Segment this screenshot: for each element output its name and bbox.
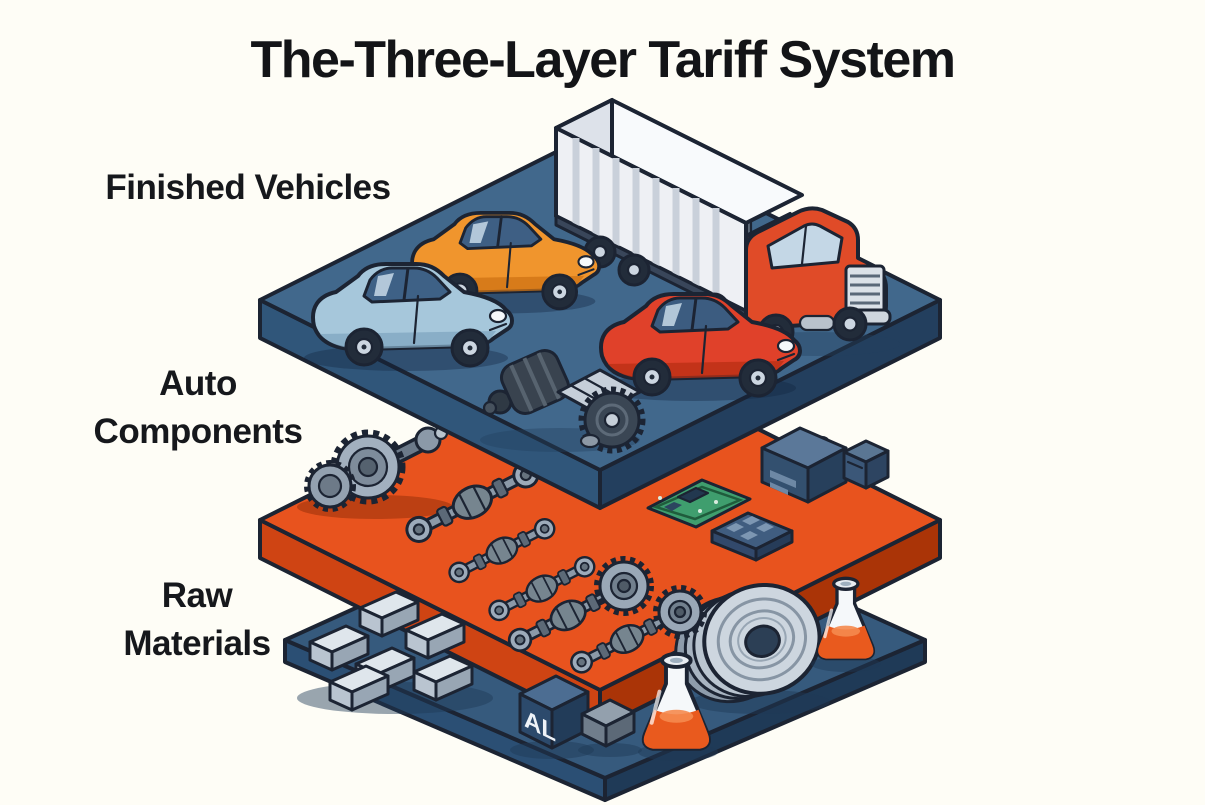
semi-truck (554, 98, 900, 356)
gear-assembly (297, 425, 453, 519)
raw-materials-label: Raw Materials (57, 572, 337, 669)
car-battery (760, 426, 848, 504)
metal-block (578, 698, 642, 757)
page-title: The-Three-Layer Tariff System (250, 31, 956, 89)
auto-components-label-line1: Auto (159, 364, 237, 403)
control-module (842, 439, 890, 490)
steel-coil (674, 582, 830, 714)
driveshaft-with-gear-2 (565, 585, 707, 680)
flat-module (710, 511, 794, 562)
auto-components-label: Auto Components (38, 360, 358, 457)
chemical-flask (638, 651, 718, 761)
engine-assembly (480, 349, 646, 454)
metal-ingots (297, 590, 493, 714)
finished-vehicles-label-text: Finished Vehicles (105, 168, 391, 207)
circuit-board (646, 478, 752, 529)
raw-materials-label-line2: Materials (123, 624, 271, 664)
chemical-flask-2 (811, 576, 881, 672)
raw-materials-label-line1: Raw (161, 576, 233, 615)
finished-vehicles-label: Finished Vehicles (68, 164, 428, 212)
auto-components-label-line2: Components (93, 412, 303, 452)
driveshaft-with-gear (502, 556, 654, 659)
